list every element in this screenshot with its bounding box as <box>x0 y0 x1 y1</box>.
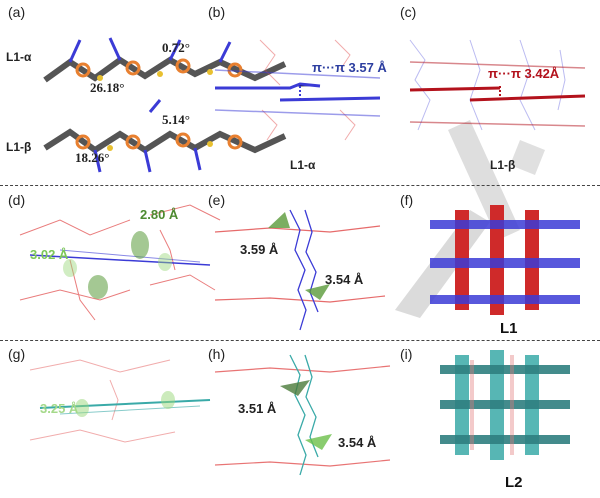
watermark-shape <box>395 120 545 318</box>
panel-c-label: (c) <box>400 4 417 20</box>
panel-c-interaction: π···π 3.42Å <box>488 66 560 81</box>
panel-a-angle-2: 26.18° <box>90 80 125 95</box>
panel-e-dist-1: 3.59 Å <box>240 242 279 257</box>
panel-e-label: (e) <box>208 192 226 208</box>
panel-h-dist-1: 3.51 Å <box>238 401 277 416</box>
panel-f-name: L1 <box>500 320 518 337</box>
panel-i-packing <box>440 350 570 460</box>
panel-a-angle-3: 5.14° <box>162 112 190 127</box>
panel-b-name: L1-α <box>290 158 316 172</box>
panel-g-dist-1: 3.25 Å <box>40 401 79 416</box>
panel-h-dist-2: 3.54 Å <box>338 435 377 450</box>
panel-h-label: (h) <box>208 346 226 362</box>
panel-a-angle-4: 18.26° <box>75 150 110 165</box>
panel-i-name: L2 <box>505 474 523 491</box>
panel-a-mol-alpha: L1-α <box>6 50 32 64</box>
panel-e-structure <box>214 209 386 331</box>
panel-d-dist-1: 2.80 Å <box>140 207 179 222</box>
panel-f-packing <box>430 205 580 315</box>
panel-b-stacking <box>214 39 381 141</box>
panel-d-structure <box>19 204 221 321</box>
panel-h-structure <box>214 354 391 476</box>
panel-b-interaction: π···π 3.57 Å <box>312 60 387 75</box>
panel-i-label: (i) <box>400 346 413 362</box>
panel-c-name: L1-β <box>490 158 516 172</box>
panel-a-label: (a) <box>8 4 26 20</box>
separator-top <box>0 185 600 186</box>
panel-a-angle-1: 0.72° <box>162 40 190 55</box>
panel-a-molecule-beta <box>43 99 287 173</box>
panel-d-label: (d) <box>8 192 26 208</box>
panel-d-dist-2: 3.02 Å <box>30 247 69 262</box>
separator-bottom <box>0 340 600 341</box>
panel-b-label: (b) <box>208 4 226 20</box>
panel-a-mol-beta: L1-β <box>6 140 32 154</box>
panel-g-structure <box>29 359 211 443</box>
panel-c-stacking <box>409 39 586 131</box>
panel-e-dist-2: 3.54 Å <box>325 272 364 287</box>
panel-f-label: (f) <box>400 192 414 208</box>
panel-g-label: (g) <box>8 346 26 362</box>
